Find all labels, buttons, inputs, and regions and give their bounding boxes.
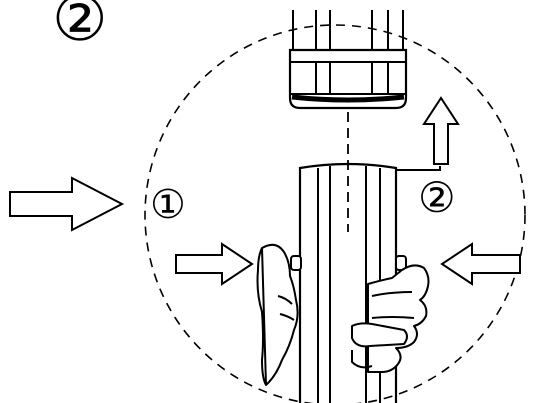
step-number: ②: [52, 0, 108, 55]
label-press-buttons: ①: [150, 182, 186, 228]
detail-circle: [144, 24, 526, 403]
arrow-right-icon: [175, 242, 254, 286]
arrow-left-icon: [440, 242, 521, 286]
tube-cap: [288, 10, 408, 110]
arrow-up-icon: [396, 96, 460, 171]
right-hand: [351, 264, 430, 373]
arrow-right-icon: [9, 176, 125, 232]
release-button-left: [290, 255, 302, 271]
left-hand: [256, 243, 299, 386]
label-pull-off: ②: [418, 173, 456, 222]
